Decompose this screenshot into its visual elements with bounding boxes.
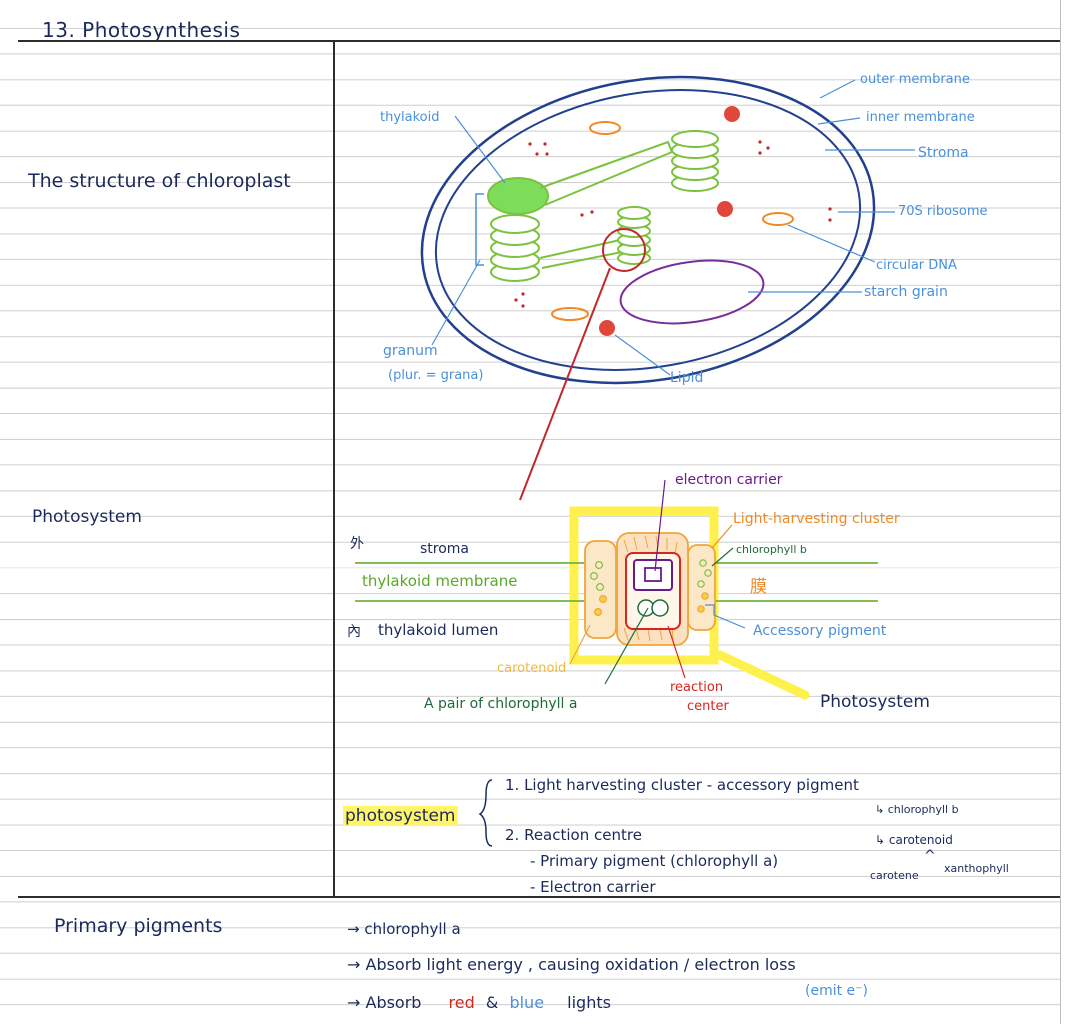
label-accessory-pigment: Accessory pigment (753, 623, 886, 639)
label-ribosome: 70S ribosome (898, 204, 987, 219)
label-photosystem-diagram: Photosystem (820, 692, 930, 712)
label-pair-chlorophyll-a: A pair of chlorophyll a (424, 696, 577, 712)
dna-oval (552, 308, 588, 320)
photosystem-pointer (720, 655, 805, 695)
label-chlorophyll-b: chlorophyll b (736, 543, 807, 556)
label-circular-dna: circular DNA (876, 258, 957, 273)
label-outer-char: 外 (350, 533, 364, 553)
primary-line-3: → Absorb red & blue lights (347, 993, 611, 1012)
light-harvesting-cluster-left (585, 541, 616, 638)
light-harvesting-cluster-right (688, 545, 715, 630)
summary-item-2: 2. Reaction centre (505, 826, 642, 844)
summary-brace (480, 780, 492, 846)
label-lipid: Lipid (670, 370, 703, 386)
summary-item-2a: - Primary pigment (chlorophyll a) (530, 852, 778, 870)
label-carotenoid: carotenoid (497, 661, 566, 676)
lipid-dot (724, 106, 740, 122)
label-inner-char: 內 (347, 621, 361, 641)
label-outer-membrane: outer membrane (860, 72, 970, 87)
granum-left (488, 178, 548, 281)
primary-line-1: → chlorophyll a (347, 920, 461, 938)
primary-blue: blue (509, 993, 544, 1012)
primary-lights: lights (567, 993, 611, 1012)
label-granum-plural: (plur. = grana) (388, 368, 483, 383)
primary-line-2: → Absorb light energy , causing oxidatio… (347, 955, 796, 974)
label-thylakoid-lumen: thylakoid lumen (378, 621, 498, 639)
label-stroma: Stroma (918, 145, 969, 161)
summary-carotene: carotene (870, 869, 919, 882)
zoom-line (520, 268, 610, 500)
summary-xanthophyll: xanthophyll (944, 862, 1009, 875)
lipid-dot (599, 320, 615, 336)
lipid-dot (717, 201, 733, 217)
dna-oval (763, 213, 793, 225)
label-light-harvesting: Light-harvesting cluster (733, 511, 900, 527)
summary-photosystem-label: photosystem (343, 806, 458, 826)
label-granum: granum (383, 343, 438, 359)
label-thylakoid: thylakoid (380, 110, 440, 125)
label-thylakoid-membrane: thylakoid membrane (362, 572, 517, 590)
label-starch-grain: starch grain (864, 284, 948, 300)
label-electron-carrier: electron carrier (675, 472, 782, 488)
primary-red: red (449, 993, 475, 1012)
label-stroma-ps: stroma (420, 541, 469, 557)
reaction-center-core (617, 533, 688, 645)
thylakoid-disc (488, 178, 548, 214)
primary-line-3-prefix: → Absorb (347, 993, 421, 1012)
summary-item-2b: - Electron carrier (530, 878, 656, 896)
granum-bracket (476, 194, 484, 265)
label-inner-membrane: inner membrane (866, 110, 975, 125)
granum-right-top (672, 131, 718, 191)
primary-emit: (emit e⁻) (805, 983, 868, 999)
label-reaction: reaction (670, 680, 723, 695)
label-membrane-char: 膜 (750, 572, 767, 597)
summary-caret: ^ (924, 848, 936, 864)
summary-sub-carotenoid: ↳ carotenoid (875, 833, 953, 847)
label-center: center (687, 699, 729, 714)
summary-sub-chlorophyll-b: ↳ chlorophyll b (875, 803, 959, 816)
stroma-lamellae (540, 142, 672, 268)
primary-amp: & (486, 993, 498, 1012)
dna-oval (590, 122, 620, 134)
summary-photosystem-text: photosystem (343, 806, 458, 826)
summary-item-1: 1. Light harvesting cluster - accessory … (505, 776, 859, 794)
